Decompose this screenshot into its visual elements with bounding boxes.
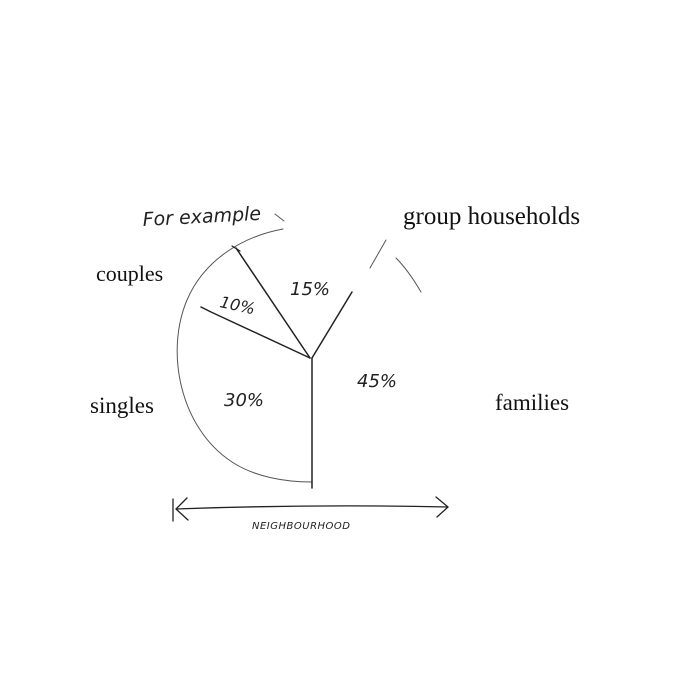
label-group-households: group households [403, 203, 580, 230]
percent-singles: 30% [224, 390, 264, 411]
pie-outer-arc [176, 228, 313, 483]
caption-underline [274, 213, 285, 222]
neighbourhood-arrow-shaft [175, 505, 449, 510]
pie-arc-tick [369, 239, 387, 269]
divider-singles-couples [200, 306, 311, 359]
divider-couples-groups [235, 247, 311, 359]
neighbourhood-arrow-right-head [435, 496, 449, 518]
label-singles: singles [90, 393, 154, 418]
divider-tick-top [231, 245, 241, 252]
percent-families: 45% [357, 371, 397, 392]
caption-text: For example [142, 203, 262, 231]
neighbourhood-arrow-left-head [175, 497, 189, 521]
percent-couples: 10% [218, 292, 257, 318]
label-families: families [495, 390, 569, 415]
label-couples: couples [96, 261, 163, 286]
pie-arc-fragment [395, 257, 422, 293]
neighbourhood-label: NEIGHBOURHOOD [252, 521, 350, 532]
percent-group-households: 15% [290, 279, 330, 300]
divider-groups-families [311, 291, 353, 359]
